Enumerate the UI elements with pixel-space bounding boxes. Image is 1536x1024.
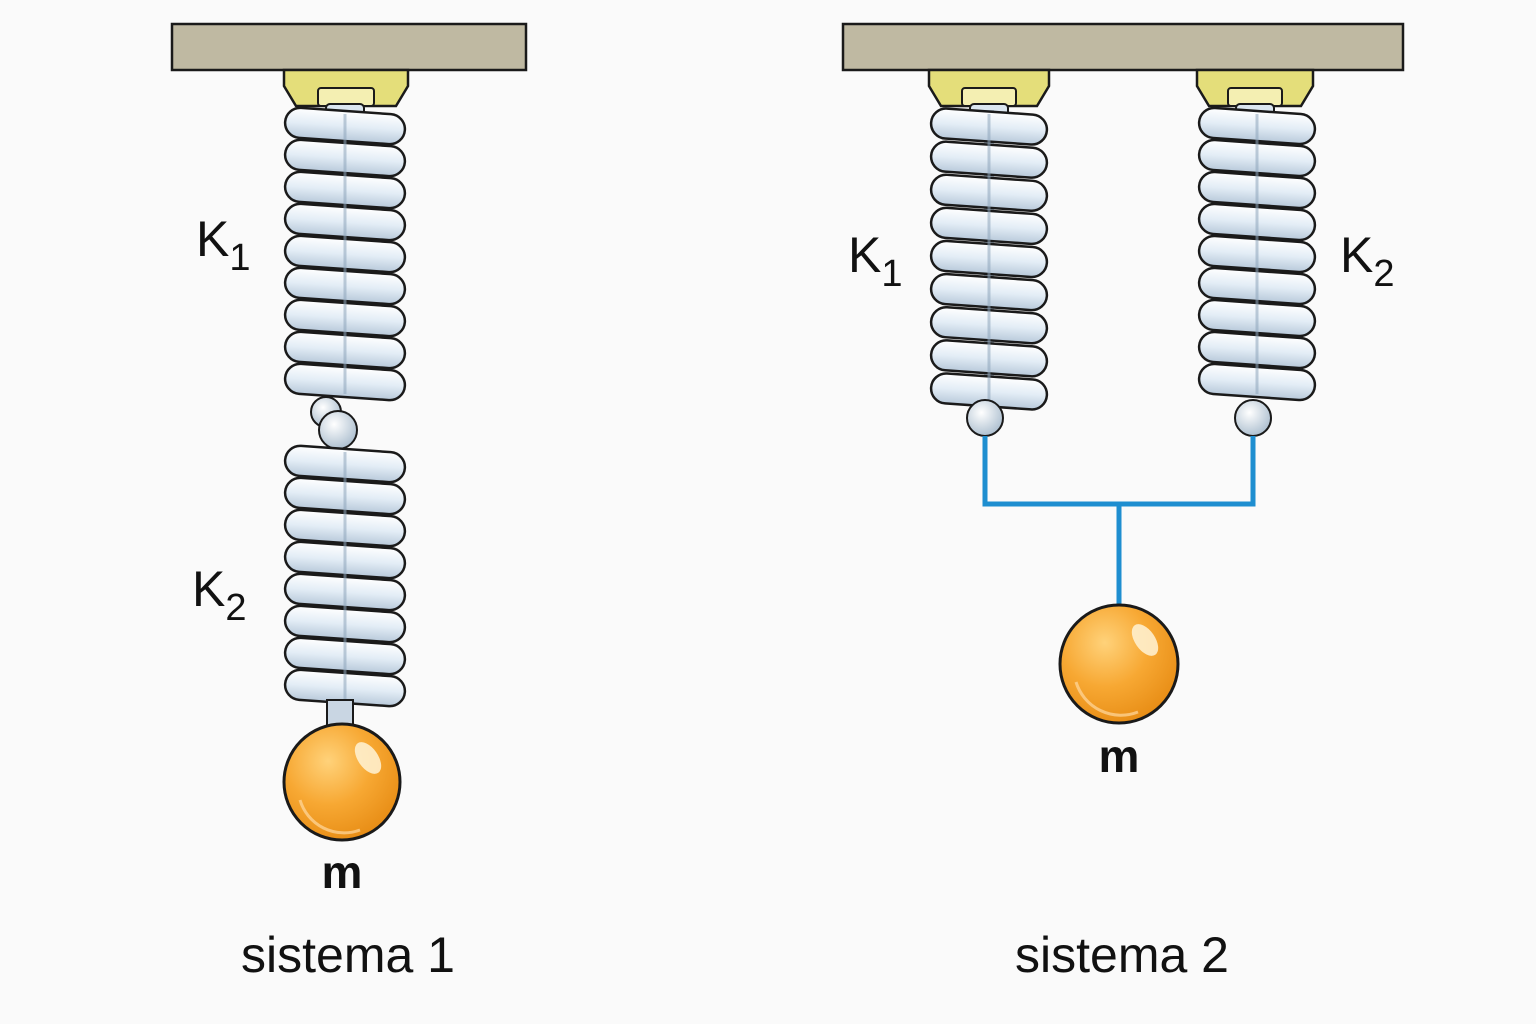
- spring-k1-system1: [283, 106, 407, 402]
- spring-end-knob-right: [1234, 399, 1272, 437]
- caption-system2: sistema 2: [1015, 927, 1229, 983]
- mass-1: [282, 722, 402, 842]
- k1-label-system1: K1: [196, 211, 251, 279]
- k2-label-system2: K2: [1340, 227, 1395, 295]
- spring-k2-system1: [283, 444, 407, 708]
- k2-label-system1: K2: [192, 561, 247, 629]
- spring-k1-system2: [929, 107, 1049, 411]
- ceiling-2: [841, 22, 1405, 72]
- spring-end-knob-left: [966, 399, 1004, 437]
- mass-label-system1: m: [322, 846, 363, 898]
- system-2: K1 K2 m sistema 2: [841, 22, 1405, 983]
- k1-label-system2: K1: [848, 227, 903, 295]
- mount-1: [282, 68, 410, 117]
- spring-k2-system2: [1197, 106, 1317, 402]
- mass-2: [1058, 603, 1180, 725]
- ceiling-1: [170, 22, 528, 72]
- mass-label-system2: m: [1099, 730, 1140, 782]
- connector-bar: [982, 436, 1256, 606]
- system-1: K1 K2 m sistema 1: [170, 22, 528, 983]
- coupling-ball: [310, 396, 358, 450]
- caption-system1: sistema 1: [241, 927, 455, 983]
